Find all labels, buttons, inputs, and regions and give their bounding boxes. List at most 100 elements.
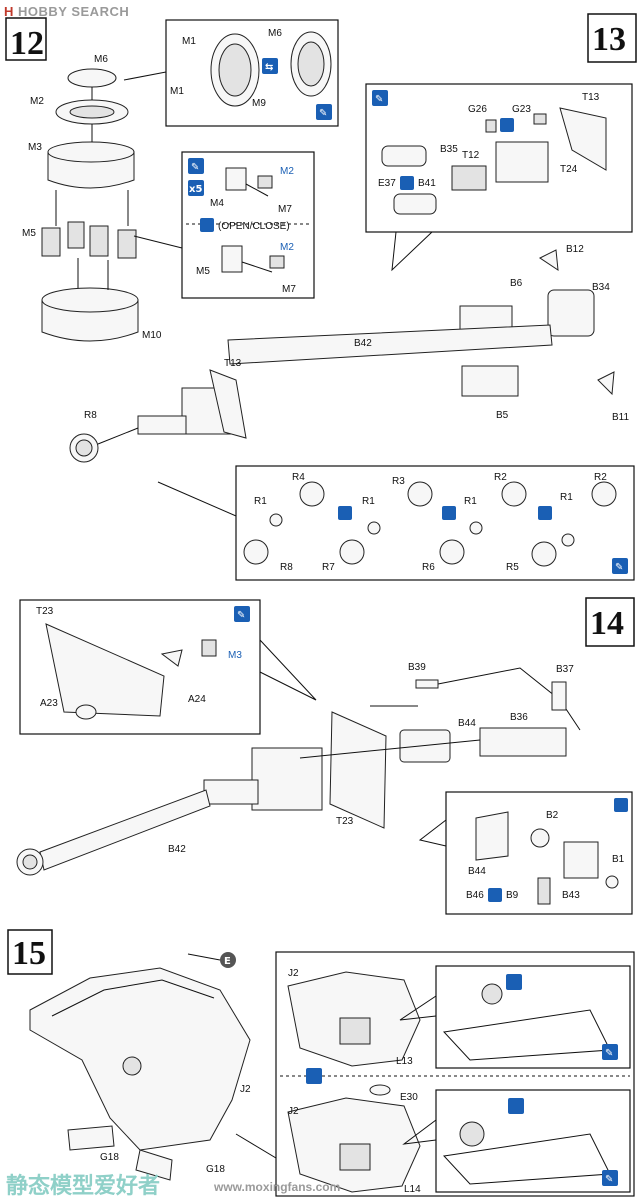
label-j2-right-a: J2 (288, 968, 299, 979)
step-12-box (5, 17, 47, 61)
label-m6: M6 (94, 54, 108, 65)
label-m5-periscope: M5 (196, 266, 210, 277)
brand-prefix: H (4, 4, 14, 19)
label-l13: L13 (396, 1056, 413, 1067)
label-e37: E37 (378, 178, 396, 189)
glue-icon (316, 104, 332, 120)
glue-icon-breech (614, 798, 628, 812)
glue-icon-interior-top-glyph: ✎ (605, 1048, 613, 1059)
label-e30: E30 (400, 1092, 418, 1103)
decal-marker-icon (220, 952, 236, 968)
glue-icon-interior-bottom-glyph: ✎ (605, 1174, 613, 1185)
label-r1-a: R1 (254, 496, 267, 507)
label-t13-inset: T13 (582, 92, 600, 103)
label-b42: B42 (354, 338, 372, 349)
glue-icon-front-glyph: ✎ (237, 610, 245, 621)
label-t24: T24 (560, 164, 578, 175)
label-g23: G23 (512, 104, 531, 115)
label-r6: R6 (422, 562, 435, 573)
label-j2: J2 (240, 1084, 251, 1095)
label-b44-box: B44 (468, 866, 486, 877)
collar-detail-box (235, 465, 635, 581)
label-m10: M10 (142, 330, 162, 341)
label-g18-a: G18 (100, 1152, 119, 1163)
label-m1-bottom: M1 (170, 86, 184, 97)
glue-icon-mantlet-glyph: ✎ (375, 94, 383, 105)
label-b39: B39 (408, 662, 426, 673)
label-m2-periscope: M2 (280, 166, 294, 177)
label-g18-b: G18 (206, 1164, 225, 1175)
label-r3: R3 (392, 476, 405, 487)
glue-icon-periscope-glyph: ✎ (191, 162, 199, 173)
brand-name: HOBBY SEARCH (18, 4, 130, 19)
label-b34: B34 (592, 282, 610, 293)
label-m2: M2 (30, 96, 44, 107)
label-b46: B46 (466, 890, 484, 901)
label-t23: T23 (336, 816, 354, 827)
collar-parts (243, 481, 617, 567)
glue-icon-glyph: ✎ (319, 108, 327, 119)
label-m3-inset: M3 (228, 650, 242, 661)
assembly-icon-e37 (400, 176, 414, 190)
label-r2-b: R2 (594, 472, 607, 483)
label-b11: B11 (612, 412, 629, 423)
label-r1-c: R1 (464, 496, 477, 507)
step-13-box (587, 13, 637, 63)
label-m9: M9 (252, 98, 266, 109)
assembly-icon-glyph: ⇆ (265, 62, 273, 73)
gun-barrel-assembly (69, 249, 615, 463)
glue-icon-collar-glyph: ✎ (615, 562, 623, 573)
glue-icon-interior-bottom (602, 1170, 618, 1186)
label-b1: B1 (612, 854, 625, 865)
label-m1-top: M1 (182, 36, 196, 47)
assembly-icon-turret (306, 1068, 322, 1084)
label-t23-inset: T23 (36, 606, 54, 617)
label-r2-a: R2 (494, 472, 507, 483)
label-t13: T13 (224, 358, 242, 369)
label-b37: B37 (556, 664, 574, 675)
step-12-number: 12 (10, 25, 44, 62)
step-15-box (7, 929, 53, 975)
location-icon-top (506, 974, 522, 990)
assembly-icon-periscope (200, 218, 214, 232)
label-m7: M7 (278, 204, 292, 215)
label-r1-d: R1 (560, 492, 573, 503)
step-13-number: 13 (592, 21, 626, 58)
label-t12: T12 (462, 150, 480, 161)
repeat-badge (188, 180, 204, 196)
label-b6: B6 (510, 278, 523, 289)
label-b44: B44 (458, 718, 476, 729)
turret-shell (29, 952, 251, 1181)
cupola-assembly (41, 68, 139, 342)
glue-icon-mantlet (372, 90, 388, 106)
decal-marker-letter: E (224, 956, 231, 967)
assembly-icon-breech (488, 888, 502, 902)
label-m4: M4 (210, 198, 224, 209)
label-b35: B35 (440, 144, 458, 155)
label-l14: L14 (404, 1184, 421, 1195)
label-m3: M3 (28, 142, 42, 153)
label-b41: B41 (418, 178, 436, 189)
label-b43: B43 (562, 890, 580, 901)
glue-icon-interior-top (602, 1044, 618, 1060)
mode-label: (OPEN/CLOSE) (218, 221, 290, 232)
location-icon-bottom (508, 1098, 524, 1114)
label-r7: R7 (322, 562, 335, 573)
label-b42-step14: B42 (168, 844, 186, 855)
watermark-cn: 静态模型爱好者 (6, 1174, 161, 1199)
label-r8: R8 (84, 410, 97, 421)
label-r4: R4 (292, 472, 305, 483)
interior-detail-box-top (435, 965, 631, 1069)
label-g26: G26 (468, 104, 487, 115)
brand-header: H HOBBY SEARCH (4, 4, 129, 19)
step-14-box (585, 597, 635, 647)
label-m7-periscope-bottom: M7 (282, 284, 296, 295)
step-14-number: 14 (590, 605, 624, 642)
label-r8-box: R8 (280, 562, 293, 573)
label-m2-periscope-bottom: M2 (280, 242, 294, 253)
gun-breech-assembly (16, 667, 581, 876)
label-b5: B5 (496, 410, 509, 421)
label-b12: B12 (566, 244, 584, 255)
repeat-count: x5 (189, 184, 202, 195)
